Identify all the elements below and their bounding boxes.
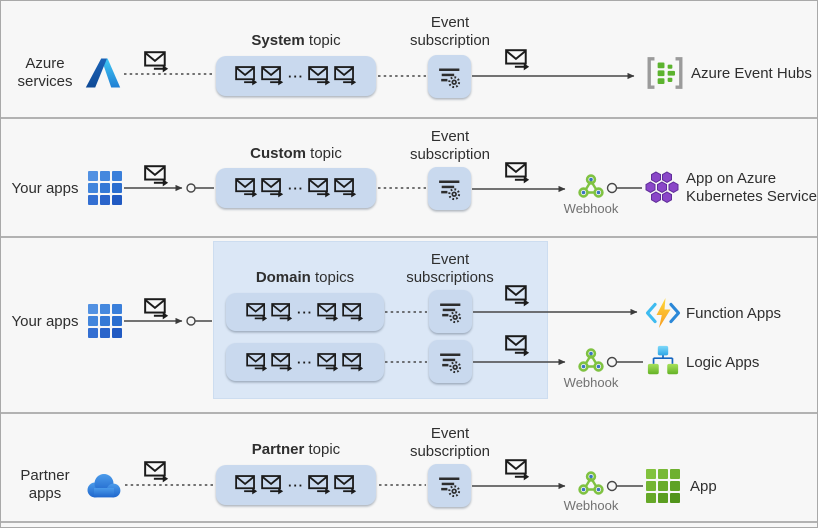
event-envelope-icon — [505, 335, 530, 357]
filter-gear-icon — [436, 175, 463, 202]
event-envelope-icon — [261, 178, 284, 198]
partner-topic-box: ··· — [216, 465, 376, 505]
event-envelope-icon — [334, 66, 357, 86]
event-envelope-icon — [235, 66, 258, 86]
system-topic-box: ··· — [216, 56, 376, 96]
source-label-your-apps: Your apps — [11, 180, 79, 197]
destination-label: App on Azure Kubernetes Service — [686, 170, 817, 206]
system-topic-label: System topic — [251, 32, 341, 49]
function-apps-icon — [645, 297, 681, 329]
custom-topic-label: Custom topic — [250, 145, 342, 162]
event-envelope-icon — [317, 353, 339, 372]
filter-gear-icon — [437, 298, 464, 325]
event-subscription-label: Event subscription — [409, 128, 491, 164]
event-envelope-icon — [317, 303, 339, 322]
your-apps-grid-icon — [88, 304, 122, 338]
webhook-label: Webhook — [563, 498, 619, 513]
event-envelope-icon — [308, 66, 331, 86]
your-apps-grid-icon — [88, 171, 122, 205]
domain-topic-box: ··· — [226, 343, 384, 381]
source-label-partner-apps: Partner apps — [20, 467, 70, 503]
source-label-your-apps: Your apps — [11, 313, 79, 330]
event-envelope-icon — [308, 475, 331, 495]
aks-icon — [645, 171, 679, 203]
domain-topics-label: Domain topics — [255, 269, 355, 286]
lane-divider — [1, 521, 817, 523]
event-envelope-icon — [261, 475, 284, 495]
event-envelope-icon — [271, 353, 293, 372]
event-envelope-icon — [342, 303, 364, 322]
partner-cloud-icon — [85, 472, 123, 499]
event-envelope-icon — [144, 51, 169, 73]
event-subscription-box — [428, 464, 471, 507]
event-subscription-box — [428, 167, 471, 210]
event-subscription-box — [428, 55, 471, 98]
ellipsis: ··· — [288, 68, 304, 84]
destination-label: Azure Event Hubs — [691, 65, 812, 82]
event-envelope-icon — [334, 475, 357, 495]
ellipsis: ··· — [297, 354, 313, 370]
event-envelope-icon — [342, 353, 364, 372]
event-envelope-icon — [246, 353, 268, 372]
webhook-label: Webhook — [563, 375, 619, 390]
domain-topic-box: ··· — [226, 293, 384, 331]
event-envelope-icon — [144, 298, 169, 320]
event-envelope-icon — [261, 66, 284, 86]
lane-divider — [1, 236, 817, 238]
filter-gear-icon — [436, 472, 463, 499]
destination-label: Function Apps — [686, 305, 782, 322]
custom-topic-box: ··· — [216, 168, 376, 208]
event-subscription-box — [429, 290, 472, 333]
azure-logo-icon — [85, 57, 121, 89]
event-envelope-icon — [505, 459, 530, 481]
event-hubs-icon — [645, 55, 685, 91]
lane-divider — [1, 117, 817, 119]
logic-apps-icon — [646, 344, 680, 378]
event-envelope-icon — [144, 461, 169, 483]
event-envelope-icon — [505, 162, 530, 184]
event-subscription-label: Event subscription — [409, 14, 491, 50]
filter-gear-icon — [437, 348, 464, 375]
destination-label: Logic Apps — [686, 354, 760, 371]
app-grid-icon — [646, 469, 680, 503]
partner-topic-label: Partner topic — [251, 441, 341, 458]
webhook-icon — [578, 174, 604, 198]
lane-divider — [1, 412, 817, 414]
event-envelope-icon — [271, 303, 293, 322]
event-envelope-icon — [235, 475, 258, 495]
event-envelope-icon — [505, 285, 530, 307]
event-envelope-icon — [246, 303, 268, 322]
event-envelope-icon — [235, 178, 258, 198]
event-envelope-icon — [334, 178, 357, 198]
event-envelope-icon — [505, 49, 530, 71]
event-subscription-box — [429, 340, 472, 383]
source-label-azure-services: Azure services — [17, 55, 73, 91]
ellipsis: ··· — [297, 304, 313, 320]
webhook-icon — [578, 471, 604, 495]
destination-label: App — [690, 478, 717, 495]
event-subscriptions-label: Event subscriptions — [406, 251, 494, 287]
filter-gear-icon — [436, 63, 463, 90]
webhook-icon — [578, 348, 604, 372]
event-envelope-icon — [308, 178, 331, 198]
webhook-label: Webhook — [563, 201, 619, 216]
event-subscription-label: Event subscription — [409, 425, 491, 461]
ellipsis: ··· — [288, 180, 304, 196]
event-envelope-icon — [144, 165, 169, 187]
ellipsis: ··· — [288, 477, 304, 493]
